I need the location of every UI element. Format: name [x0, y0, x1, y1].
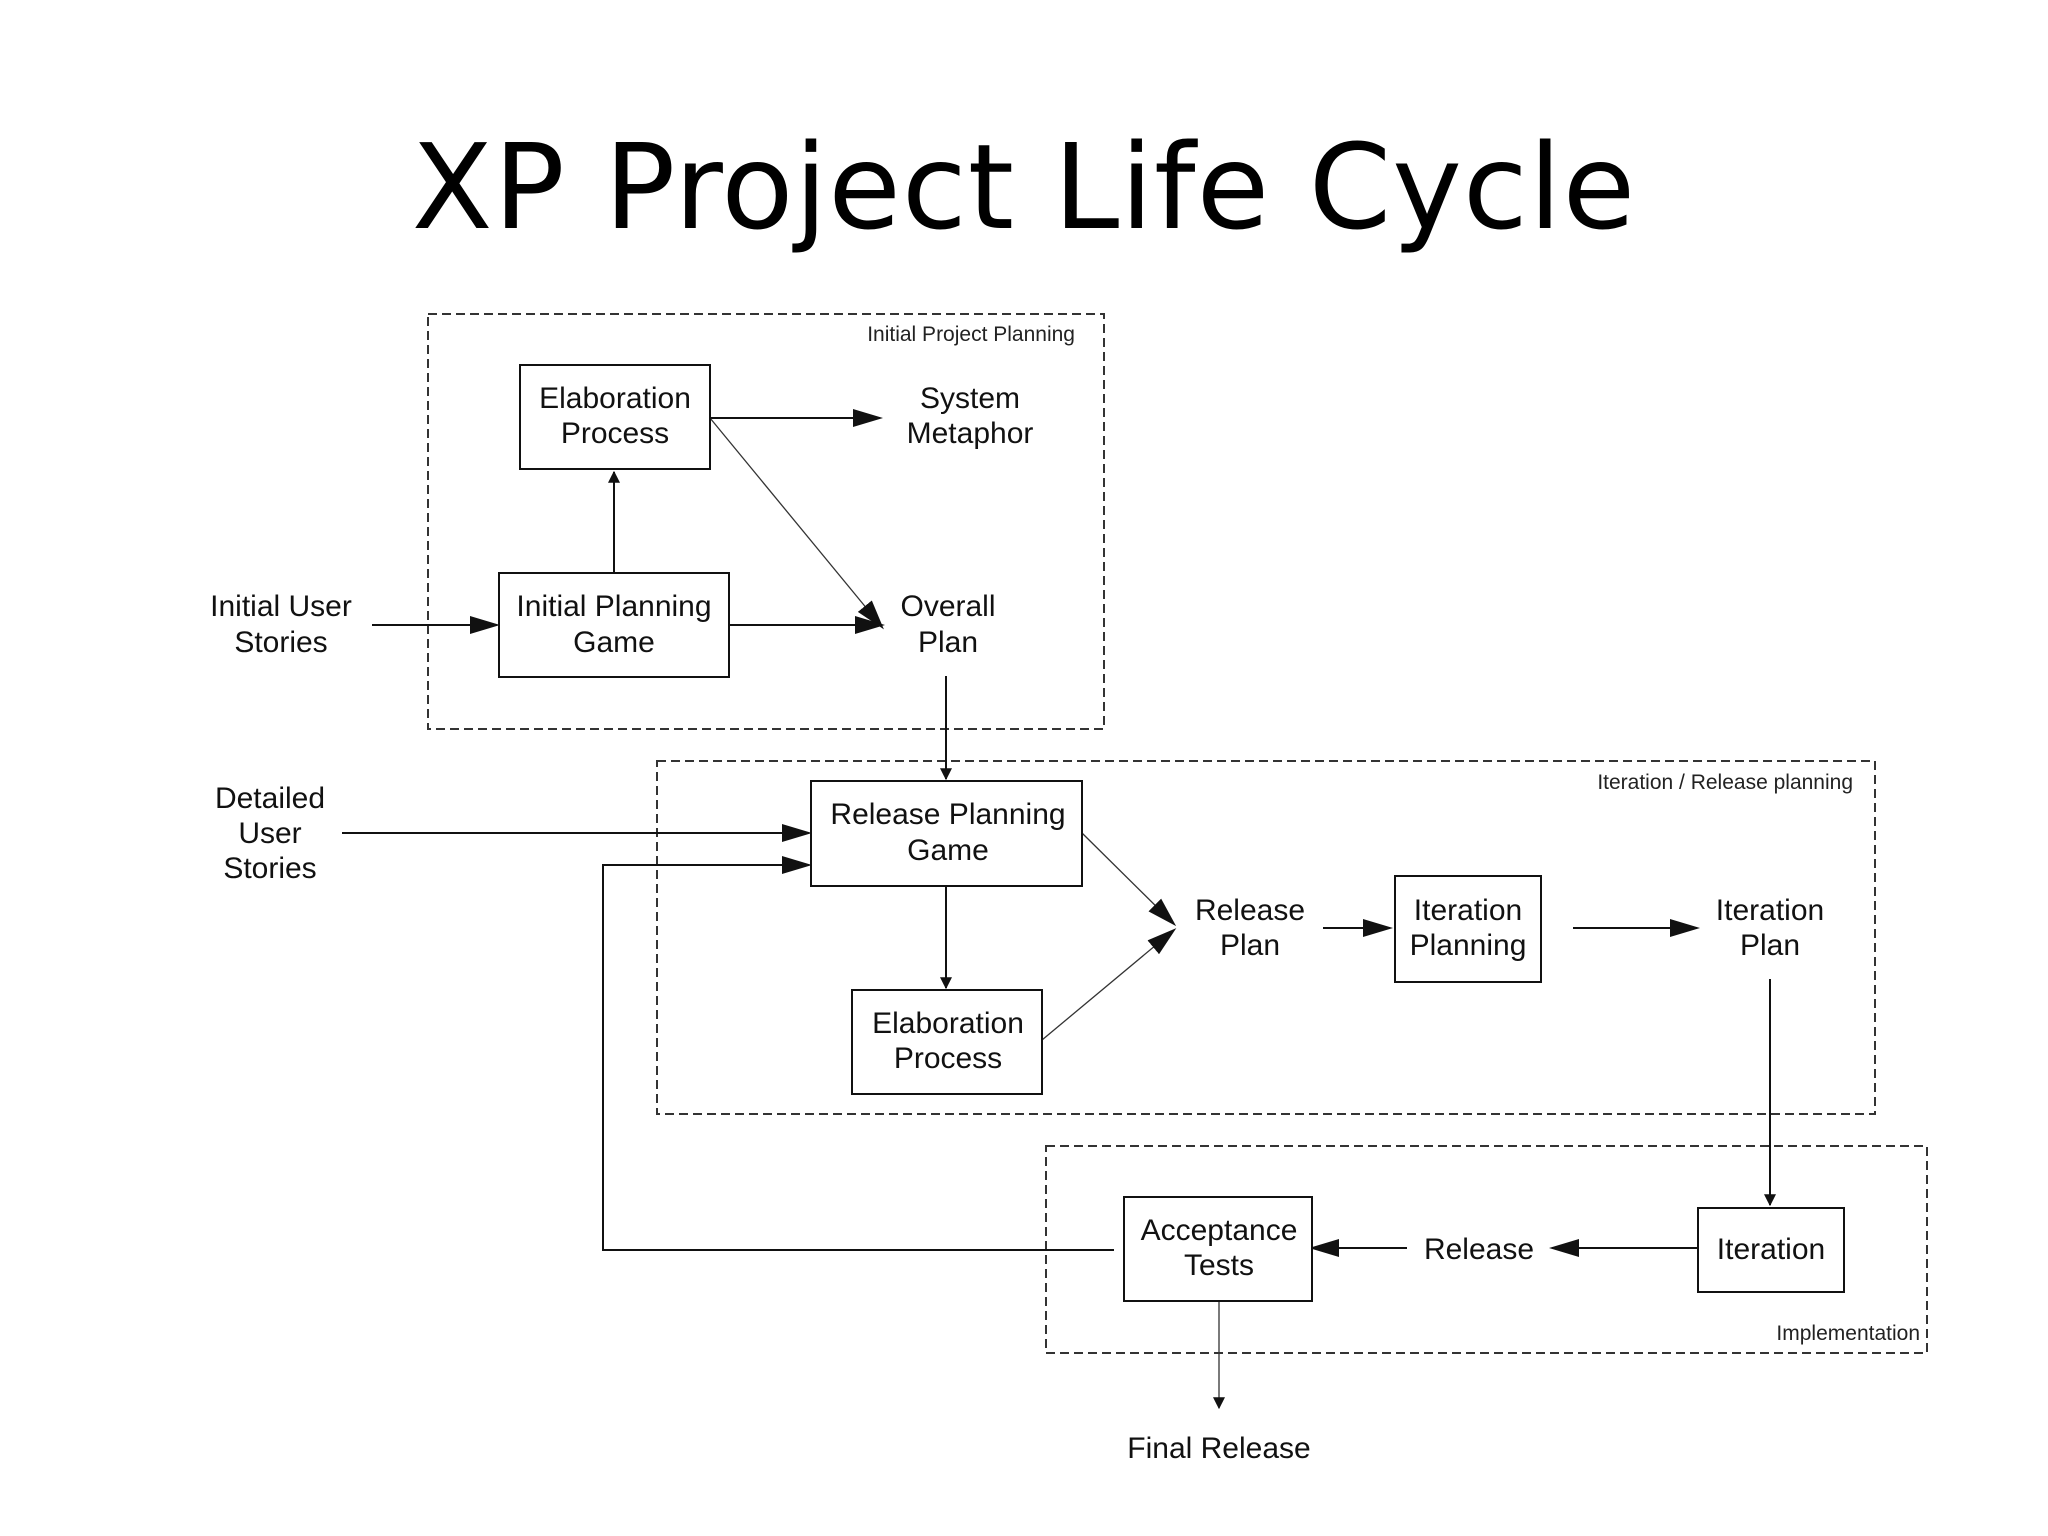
edge-elaboration-to-overall-plan	[709, 417, 884, 630]
group-label-initial-project-planning: Initial Project Planning	[867, 323, 1075, 346]
node-iteration: Iteration	[1697, 1207, 1845, 1293]
edge-elaboration-to-release-plan	[1041, 928, 1177, 1041]
svg-text:Iteration: Iteration	[1717, 1233, 1825, 1266]
edge-release-planning-to-release-plan	[1081, 832, 1177, 927]
edge-acceptance-feedback-loop	[602, 856, 1114, 1251]
slide-title: XP Project Life Cycle	[411, 118, 1637, 256]
node-release: Release	[1424, 1233, 1534, 1266]
group-label-iteration-release-planning: Iteration / Release planning	[1597, 771, 1853, 794]
node-final-release: Final Release	[1127, 1432, 1310, 1465]
group-label-implementation: Implementation	[1776, 1322, 1920, 1345]
group-initial-project-planning	[427, 313, 1105, 730]
group-iteration-release-planning	[656, 760, 1876, 1115]
